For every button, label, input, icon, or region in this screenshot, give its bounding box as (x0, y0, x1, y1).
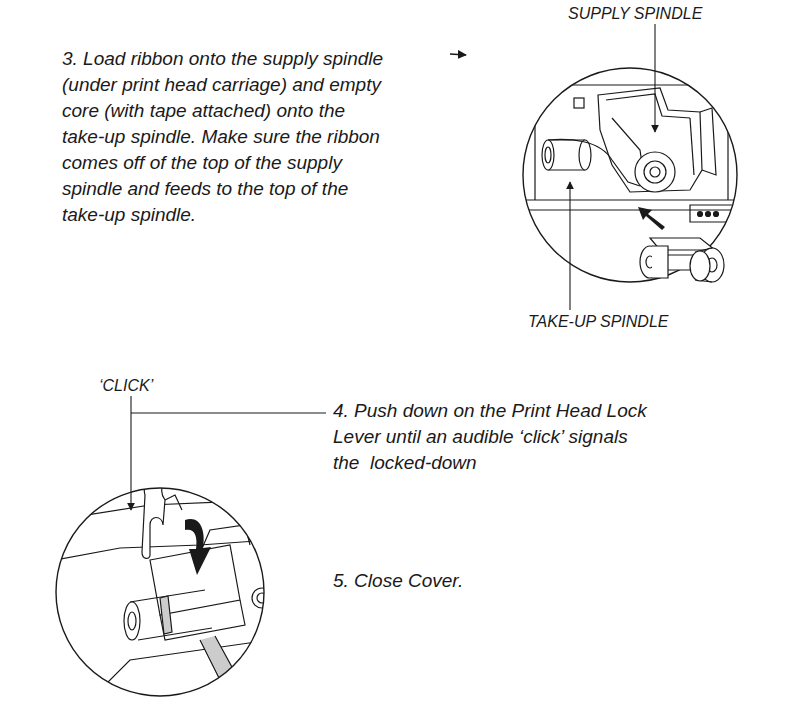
leader-line (654, 24, 655, 132)
leader-line (569, 182, 570, 310)
leader-line (131, 412, 326, 413)
step-text: 4. Push down on the Print Head Lock Leve… (333, 398, 653, 476)
step-text: 3. Load ribbon onto the supply spindle (… (62, 46, 384, 228)
lock-lever-view (50, 440, 272, 700)
part-name: SUPPLY SPINDLE (568, 4, 702, 24)
ribbon-cartridge (640, 238, 724, 282)
pointer-arrow (450, 54, 466, 55)
push-arrow (185, 519, 211, 575)
printer-interior (520, 60, 740, 290)
insert-arrow (638, 207, 665, 230)
part-name: TAKE-UP SPINDLE (528, 312, 668, 332)
step-text: 5. Close Cover. (333, 568, 633, 594)
sound-label: ‘CLICK’ (99, 376, 153, 396)
